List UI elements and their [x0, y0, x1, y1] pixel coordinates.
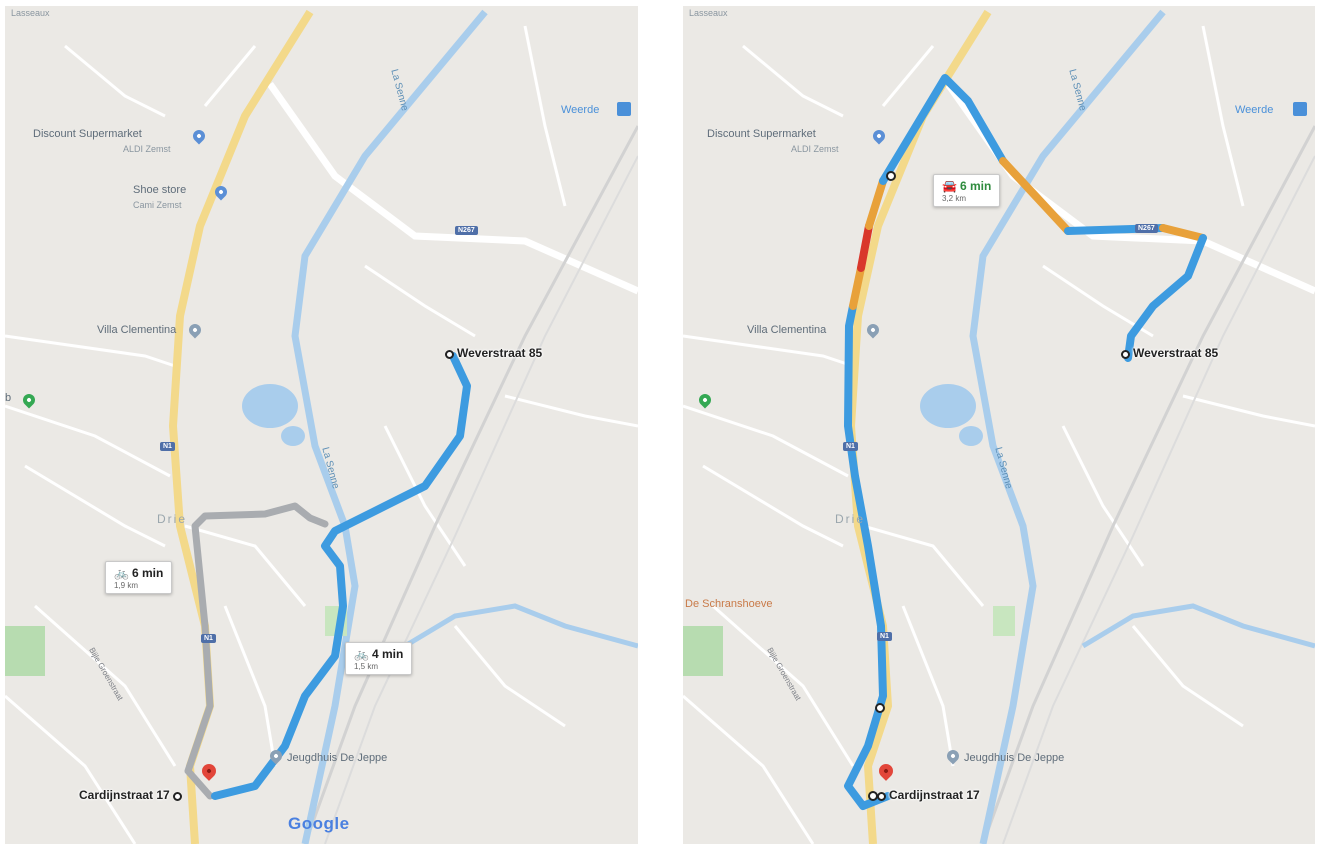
location-marker-icon — [445, 350, 454, 359]
poi-weerde[interactable]: Weerde — [1235, 104, 1274, 116]
edge-label: Lasseaux — [11, 8, 50, 18]
poi-shoe-store[interactable]: Shoe store — [133, 184, 187, 196]
pond-small — [281, 426, 305, 446]
poi-supermarket-sub: ALDI Zemst — [123, 144, 171, 154]
car-route-orange-4 — [1159, 224, 1207, 242]
main-road-n267 — [267, 81, 638, 295]
poi-villa[interactable]: Villa Clementina — [97, 324, 177, 336]
place-label: Drie — [835, 512, 866, 526]
stream — [403, 603, 638, 649]
location-marker-icon — [173, 792, 183, 801]
poi-weerde[interactable]: Weerde — [561, 104, 600, 116]
alt-route-callout[interactable]: 🚲6 min 1,9 km — [105, 561, 173, 594]
river-senne — [291, 9, 488, 844]
road-shield: N1 — [877, 632, 892, 641]
railway-line-2 — [1002, 155, 1315, 844]
poi-villa[interactable]: Villa Clementina — [747, 324, 827, 336]
google-logo: Google — [288, 814, 350, 833]
poi-schranshoeve[interactable]: De Schranshoeve — [685, 598, 773, 610]
car-route-time: 6 min — [959, 179, 992, 193]
alt-route-distance: 1,9 km — [114, 581, 139, 590]
origin-label[interactable]: Cardijnstraat 17 — [79, 788, 185, 802]
poi-supermarket-sub: ALDI Zemst — [791, 144, 839, 154]
pond — [242, 384, 298, 428]
waypoint[interactable] — [886, 171, 896, 181]
poi-jeugdhuis[interactable]: Jeugdhuis De Jeppe — [964, 752, 1065, 764]
edge-b: b — [5, 392, 12, 404]
railway-line — [981, 125, 1315, 844]
car-route-callout[interactable]: 🚘6 min 3,2 km — [933, 174, 1001, 207]
destination-label[interactable]: Weverstraat 85 — [1121, 346, 1218, 360]
pond-small — [959, 426, 983, 446]
minor-streets — [5, 25, 638, 844]
main-route-distance: 1,5 km — [354, 662, 379, 671]
stream — [1081, 603, 1315, 649]
alt-route-time: 6 min — [131, 566, 164, 580]
poi-shoe-store-sub: Cami Zemst — [133, 200, 182, 210]
waypoint[interactable] — [875, 703, 885, 713]
origin-text: Cardijnstraat 17 — [79, 788, 170, 802]
car-route-red — [857, 222, 873, 272]
road-shield: N1 — [160, 442, 175, 451]
poi-supermarket[interactable]: Discount Supermarket — [33, 128, 142, 140]
green-area-2 — [993, 606, 1015, 636]
railway-line-2 — [324, 155, 638, 844]
left-map-panel[interactable]: Lasseaux Discount Supermarket ALDI Zemst… — [5, 6, 638, 844]
origin-text: Cardijnstraat 17 — [889, 788, 980, 802]
poi-supermarket[interactable]: Discount Supermarket — [707, 128, 816, 140]
main-route-time: 4 min — [371, 647, 404, 661]
green-area — [5, 626, 45, 676]
car-route-orange-2 — [865, 177, 887, 230]
place-label: Drie — [157, 512, 188, 526]
green-area — [683, 626, 723, 676]
main-route-callout[interactable]: 🚲4 min 1,5 km — [345, 642, 413, 675]
alt-route-line — [184, 502, 329, 800]
car-route-blue-north — [879, 74, 1007, 185]
pond — [920, 384, 976, 428]
car-icon: 🚘 — [942, 179, 957, 193]
road-shield: N1 — [201, 634, 216, 643]
car-route-distance: 3,2 km — [942, 194, 967, 203]
right-map-panel[interactable]: Lasseaux Discount Supermarket ALDI Zemst… — [683, 6, 1315, 844]
road-shield: N267 — [455, 226, 478, 235]
car-route-blue-south — [844, 302, 892, 810]
destination-text: Weverstraat 85 — [1133, 346, 1219, 360]
poi-jeugdhuis[interactable]: Jeugdhuis De Jeppe — [287, 752, 388, 764]
right-map-canvas[interactable] — [683, 6, 1315, 844]
main-route-line — [211, 352, 471, 800]
destination-text: Weverstraat 85 — [457, 346, 543, 360]
river-senne — [969, 9, 1166, 844]
car-route-orange-1 — [849, 264, 865, 310]
origin-label[interactable]: Cardijnstraat 17 — [877, 788, 980, 802]
edge-label: Lasseaux — [689, 8, 728, 18]
destination-label[interactable]: Weverstraat 85 — [445, 346, 542, 360]
location-marker-icon — [1121, 350, 1130, 359]
bicycle-icon: 🚲 — [114, 566, 129, 580]
train-station-icon[interactable] — [617, 102, 631, 116]
car-route-blue-final — [1124, 234, 1207, 362]
train-station-icon[interactable] — [1293, 102, 1307, 116]
car-route-orange-3 — [999, 157, 1072, 235]
waypoint[interactable] — [868, 791, 878, 801]
location-marker-icon — [877, 792, 886, 801]
road-shield: N267 — [1135, 224, 1158, 233]
road-shield: N1 — [843, 442, 858, 451]
left-map-canvas[interactable] — [5, 6, 638, 844]
bicycle-icon: 🚲 — [354, 647, 369, 661]
railway-line — [303, 125, 638, 844]
